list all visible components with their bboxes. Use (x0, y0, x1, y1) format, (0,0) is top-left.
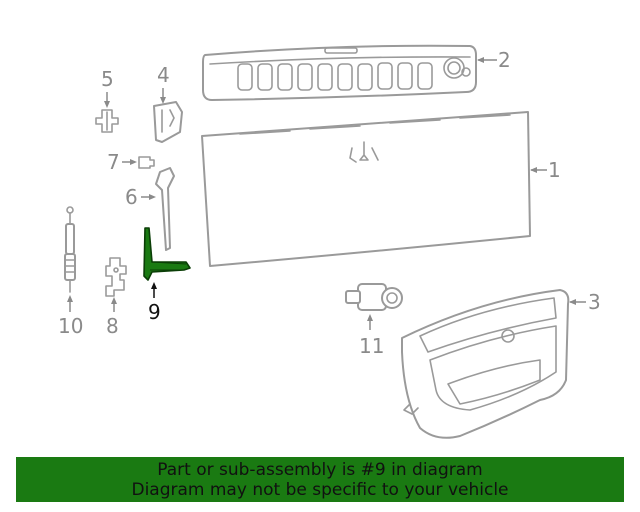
part-10-support-strut[interactable] (64, 206, 76, 293)
arrow-5 (104, 101, 110, 108)
callout-3: 3 (588, 290, 601, 314)
callout-4: 4 (157, 63, 170, 87)
arrow-3 (569, 299, 576, 305)
part-1-tailgate-panel[interactable] (201, 111, 531, 267)
arrow-2 (477, 57, 484, 63)
callout-10: 10 (58, 314, 83, 338)
callout-6: 6 (125, 185, 138, 209)
part-3-handle-bezel[interactable] (401, 289, 570, 439)
arrow-4 (160, 97, 166, 104)
banner-line-2: Diagram may not be specific to your vehi… (131, 480, 509, 500)
callout-9: 9 (148, 300, 161, 324)
arrow-10 (67, 295, 73, 302)
part-11-switch[interactable] (345, 283, 403, 311)
arrow-1 (530, 167, 537, 173)
part-info-banner: Part or sub-assembly is #9 in diagram Di… (16, 457, 624, 502)
part-5-clip[interactable] (95, 109, 119, 133)
callout-7: 7 (107, 150, 120, 174)
callout-1: 1 (548, 158, 561, 182)
arrow-6 (149, 194, 156, 200)
part-4-bracket[interactable] (153, 101, 183, 143)
part-8-latch[interactable] (105, 257, 127, 297)
callout-8: 8 (106, 314, 119, 338)
arrow-9 (151, 282, 157, 289)
part-6-hinge[interactable] (155, 167, 175, 251)
arrow-11 (367, 314, 373, 321)
banner-line-1: Part or sub-assembly is #9 in diagram (157, 460, 483, 480)
callout-11: 11 (359, 334, 384, 358)
callout-2: 2 (498, 48, 511, 72)
callout-5: 5 (101, 67, 114, 91)
arrow-8 (111, 297, 117, 304)
part-7-fastener[interactable] (138, 156, 155, 169)
part-2-tailgate-cap[interactable] (202, 44, 477, 101)
arrow-7 (130, 159, 137, 165)
part-9-highlighted-bracket[interactable] (143, 227, 191, 281)
